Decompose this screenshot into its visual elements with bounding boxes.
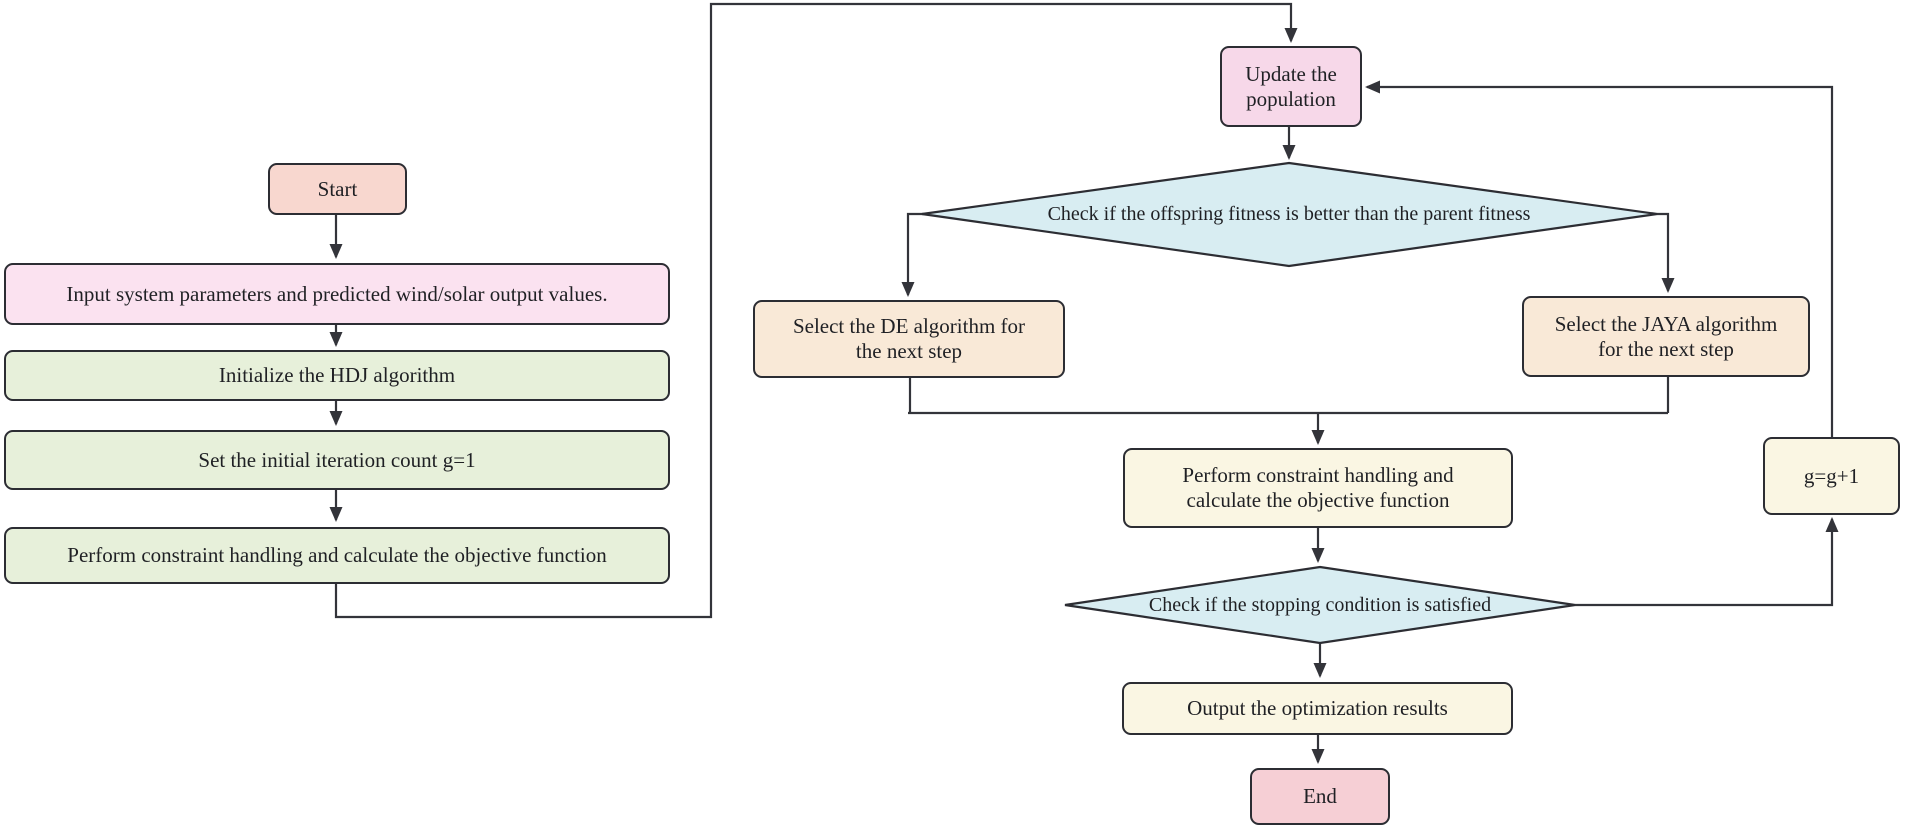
- node-output-results: Output the optimization results: [1122, 682, 1513, 735]
- node-constraint-right: Perform constraint handling and calculat…: [1123, 448, 1513, 528]
- node-select-de: Select the DE algorithm for the next ste…: [753, 300, 1065, 378]
- edge-constraint-to-update-loop: [334, 2, 1298, 619]
- node-init-hdj: Initialize the HDJ algorithm: [4, 350, 670, 401]
- node-end: End: [1250, 768, 1390, 825]
- fitness-check-diamond-shape: [921, 161, 1658, 268]
- node-select-jaya: Select the JAYA algorithm for the next s…: [1522, 296, 1810, 377]
- stop-check-diamond-shape: [1064, 565, 1576, 645]
- edge-fitness-to-jaya: [1657, 212, 1675, 293]
- node-input-params: Input system parameters and predicted wi…: [4, 263, 670, 325]
- node-constraint-left: Perform constraint handling and calculat…: [4, 527, 670, 584]
- node-increment-g: g=g+1: [1763, 437, 1900, 515]
- edge-stopcheck-to-increment: [1575, 517, 1839, 607]
- node-start: Start: [268, 163, 407, 215]
- edge-increment-to-update-loop: [1365, 80, 1834, 437]
- node-update-population: Update the population: [1220, 46, 1362, 127]
- edge-fitness-to-de: [901, 212, 925, 297]
- node-set-iteration: Set the initial iteration count g=1: [4, 430, 670, 490]
